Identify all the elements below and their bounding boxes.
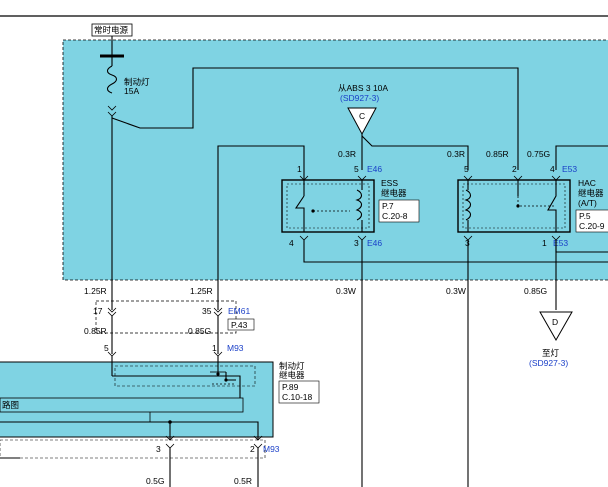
em61-connector-box <box>95 300 237 334</box>
hac-pin-4: 4 <box>550 164 555 174</box>
hac-type: 继电器 <box>578 188 604 198</box>
hac-coord: C.20-9 <box>579 221 605 231</box>
ess-pin-5: 5 <box>354 164 359 174</box>
fuse-symbol <box>106 65 118 94</box>
brake-conn-top: M93 <box>227 343 244 353</box>
ess-conn-top: E46 <box>367 164 382 174</box>
hac-relay-box <box>457 179 571 233</box>
ess-coord: C.20-8 <box>382 211 408 221</box>
ess-name: ESS <box>381 178 398 188</box>
brake-pin-bottom-left: 3 <box>156 444 161 454</box>
ess-type: 继电器 <box>381 188 407 198</box>
ess-coil <box>355 189 363 221</box>
fuse-name: 制动灯 <box>124 77 150 87</box>
stop-lamp-connector-letter: D <box>552 317 558 327</box>
brake-pin-top-left: 5 <box>104 343 109 353</box>
control-module-panel <box>62 39 608 281</box>
ess-relay-box <box>281 179 375 233</box>
mid-wire-ess: 0.3W <box>336 286 356 296</box>
abs-connector-letter: C <box>359 111 365 121</box>
hac-conn-bottom: E53 <box>553 238 568 248</box>
em61-connector-label: EM61 <box>228 306 250 316</box>
wire-fuse-to-hac <box>111 67 519 170</box>
ess-pin-3: 3 <box>354 238 359 248</box>
hac-pin-2: 2 <box>512 164 517 174</box>
hac-wire-3: 0.75G <box>527 149 550 159</box>
hac-variant: (A/T) <box>578 198 597 208</box>
em61-wire-top-right: 1.25R <box>190 286 213 296</box>
em61-page: P.43 <box>231 320 248 330</box>
ess-wire-in: 0.3R <box>338 149 356 159</box>
bottom-wire-right: 0.5R <box>234 476 252 486</box>
brake-relay-coord: C.10-18 <box>282 392 313 402</box>
hac-page: P.5 <box>579 211 591 221</box>
brake-relay-panel <box>0 361 274 438</box>
abs-source-label: 从ABS 3 10A <box>338 83 388 93</box>
mid-wire-hac: 0.3W <box>446 286 466 296</box>
hac-pin-1: 1 <box>542 238 547 248</box>
stop-lamp-name: 至灯 <box>542 348 560 358</box>
em61-pin-left: 17 <box>93 306 103 316</box>
brake-conn-bottom: M93 <box>263 444 280 454</box>
ess-page: P.7 <box>382 201 394 211</box>
brake-relay-name: 制动灯 <box>279 361 305 371</box>
em61-wire-bottom-left: 0.85R <box>84 326 107 336</box>
em61-pin-right: 35 <box>202 306 212 316</box>
mid-wire-lamp: 0.85G <box>524 286 547 296</box>
hac-name: HAC <box>578 178 596 188</box>
brake-relay-type: 继电器 <box>279 370 305 380</box>
partial-diagram-box <box>0 397 244 413</box>
fuse-rating: 15A <box>124 86 139 96</box>
em61-wire-bottom-right: 0.85G <box>188 326 211 336</box>
stop-lamp-connector-triangle <box>539 311 573 342</box>
hac-switch <box>547 180 557 232</box>
brake-partial-label: 路图 <box>2 400 19 410</box>
ess-pin-4: 4 <box>289 238 294 248</box>
hac-conn-top: E53 <box>562 164 577 174</box>
ess-conn-bottom: E46 <box>367 238 382 248</box>
wire-em61-to-ess <box>217 145 305 300</box>
hac-coil <box>464 189 472 221</box>
ess-pin-1: 1 <box>297 164 302 174</box>
hac-pin-5: 5 <box>464 164 469 174</box>
brake-pin-bottom-right: 2 <box>250 444 255 454</box>
hac-wire-2: 0.85R <box>486 149 509 159</box>
abs-source-ref: (SD927-3) <box>340 93 379 103</box>
ess-switch <box>294 195 305 232</box>
abs-connector-triangle <box>347 107 377 136</box>
hac-wire-1: 0.3R <box>447 149 465 159</box>
power-label: 常时电源 <box>94 25 129 35</box>
bottom-wire-left: 0.5G <box>146 476 164 486</box>
brake-pin-top-right: 1 <box>212 343 217 353</box>
em61-wire-top-left: 1.25R <box>84 286 107 296</box>
brake-relay-page: P.89 <box>282 382 299 392</box>
stop-lamp-ref: (SD927-3) <box>529 358 568 368</box>
